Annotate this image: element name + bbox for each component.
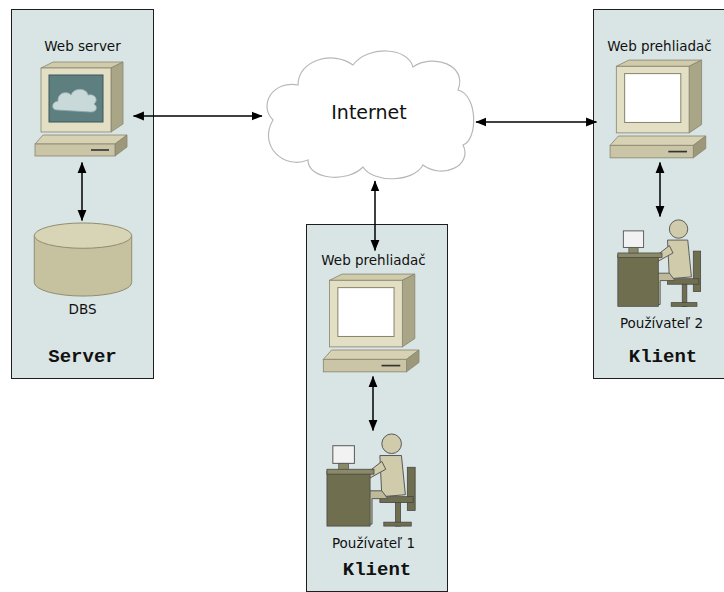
database-cylinder [30,222,136,298]
tier-panel: Web serverDBS Server [11,9,154,379]
tier-title: Server [48,346,116,370]
computer-icon [598,58,722,162]
connector-arrow [476,121,597,123]
node-label: Web prehliadač [607,38,711,55]
user-figure [610,218,714,310]
network-cloud: Internet [263,45,475,180]
user-figure [322,432,426,530]
computer-node: Web prehliadač [316,252,430,376]
tier-title: Klient [343,559,411,583]
node-label: Používateľ 2 [620,315,703,332]
node-label: Web prehliadač [321,252,425,269]
user-node: Používateľ 2 [610,218,714,332]
user-node: Používateľ 1 [322,432,426,552]
computer-node: Web prehliadač [598,38,722,162]
tier-panel: Web prehliadačPoužívateľ 2 Klient [593,9,724,379]
node-label: Internet [331,101,406,125]
node-label: Používateľ 1 [332,535,415,552]
node-label: Web server [44,38,120,55]
tier-title: Klient [629,346,697,370]
database-node: DBS [30,222,136,318]
computer-node: Web server [33,38,133,162]
node-label: DBS [69,301,97,318]
tier-panel: Web prehliadačPoužívateľ 1 Klient [306,224,448,592]
computer-icon [33,58,133,162]
cloud-shape [267,51,474,179]
computer-icon [316,272,430,376]
